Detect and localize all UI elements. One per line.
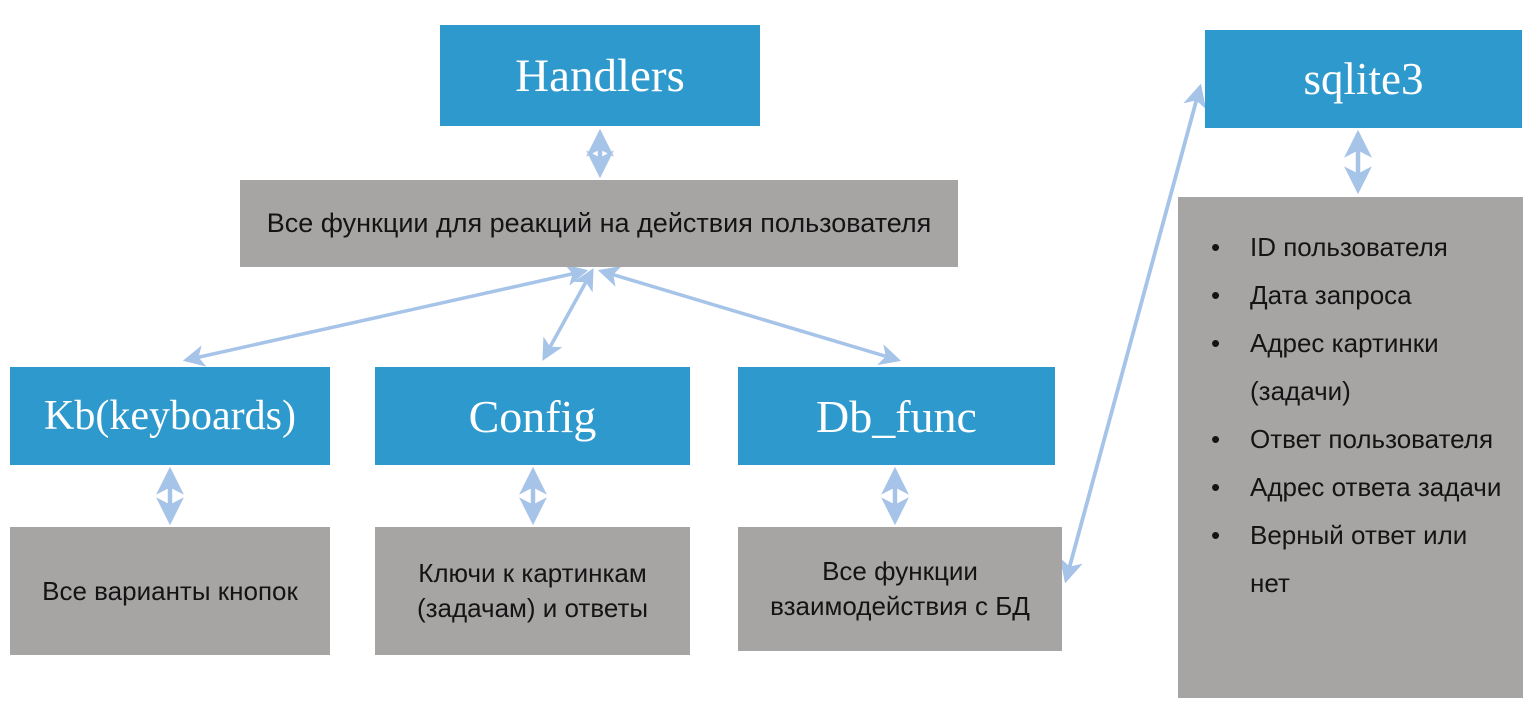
node-handlers: Handlers xyxy=(440,25,760,126)
node-sqlite3-fields-panel: ID пользователя Дата запроса Адрес карти… xyxy=(1178,197,1523,698)
node-handlers-description-label: Все функции для реакций на действия поль… xyxy=(266,208,932,238)
arrow-dbfuncdesc-to-sqlite3 xyxy=(1059,83,1207,584)
node-sqlite3: sqlite3 xyxy=(1205,30,1522,128)
arrow-desc-to-config xyxy=(542,268,594,361)
node-db-func-label: Db_func xyxy=(816,390,977,442)
node-config-label: Config xyxy=(468,390,597,442)
arrow-desc-to-kb xyxy=(182,264,589,367)
node-db-func-description-label: Все функции взаимодействия с БД xyxy=(770,555,1030,621)
node-handlers-label: Handlers xyxy=(515,49,685,102)
node-db-func: Db_func xyxy=(738,367,1055,465)
node-config-description-label: Ключи к картинкам (задачам) и ответы xyxy=(416,557,649,623)
node-kb-description: Все варианты кнопок xyxy=(10,527,330,655)
node-kb-keyboards: Kb(keyboards) xyxy=(10,367,330,465)
list-item: Верный ответ или нет xyxy=(1178,511,1523,607)
list-item: Адрес картинки (задачи) xyxy=(1178,319,1523,415)
node-kb-label: Kb(keyboards) xyxy=(44,393,296,439)
list-item: Дата запроса xyxy=(1178,271,1523,319)
list-item: ID пользователя xyxy=(1178,223,1523,271)
list-item: Адрес ответа задачи xyxy=(1178,463,1523,511)
list-item: Ответ пользователя xyxy=(1178,415,1523,463)
node-sqlite3-label: sqlite3 xyxy=(1303,54,1424,104)
sqlite3-fields-list: ID пользователя Дата запроса Адрес карти… xyxy=(1178,223,1523,607)
arrow-desc-to-dbfunc xyxy=(597,265,902,366)
node-config: Config xyxy=(375,367,690,465)
node-handlers-description: Все функции для реакций на действия поль… xyxy=(240,180,958,267)
node-db-func-description: Все функции взаимодействия с БД xyxy=(738,527,1062,651)
node-config-description: Ключи к картинкам (задачам) и ответы xyxy=(375,527,690,655)
node-kb-description-label: Все варианты кнопок xyxy=(42,575,298,606)
